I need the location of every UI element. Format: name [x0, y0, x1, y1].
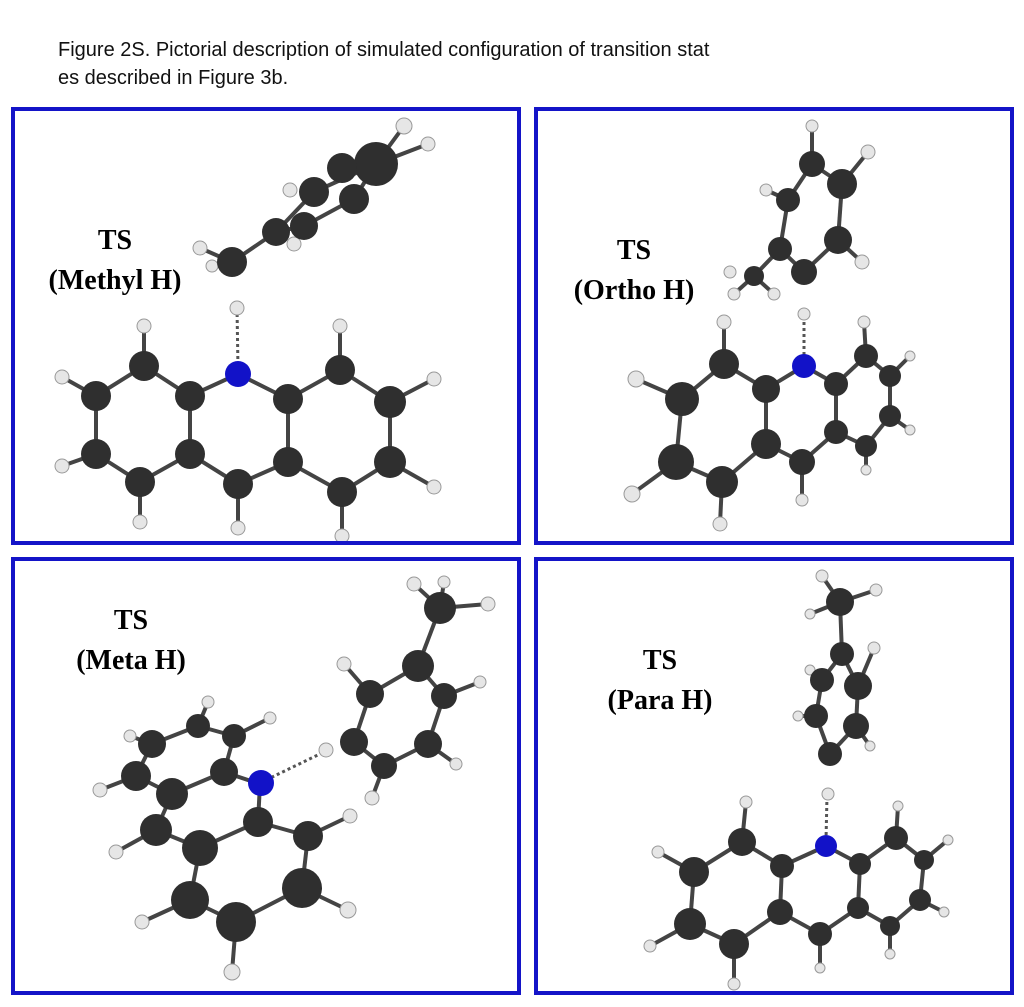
label-meta-h: TS (Meta H) — [51, 601, 211, 681]
label-para-h: TS (Para H) — [580, 641, 740, 721]
label-methyl-h: TS (Methyl H) — [25, 221, 205, 301]
label-ts: TS — [113, 605, 149, 636]
label-site: (Para H) — [607, 685, 713, 716]
panel-methyl-h: TS (Methyl H) — [11, 107, 521, 545]
molecule-para-h — [643, 569, 954, 991]
molecule-methyl-h — [54, 117, 442, 541]
molecule-meta-h — [92, 575, 496, 981]
label-site: (Methyl H) — [48, 265, 182, 296]
label-ts: TS — [642, 645, 678, 676]
label-site: (Meta H) — [76, 645, 186, 676]
panel-meta-h: TS (Meta H) — [11, 557, 521, 995]
figure-caption: Figure 2S. Pictorial description of simu… — [58, 36, 908, 92]
label-ts: TS — [97, 225, 133, 256]
caption-line-2: es described in Figure 3b. — [58, 67, 289, 89]
label-ortho-h: TS (Ortho H) — [554, 231, 714, 311]
label-site: (Ortho H) — [573, 275, 695, 306]
molecule-ortho-h — [623, 119, 916, 532]
label-ts: TS — [616, 235, 652, 266]
caption-line-1: Figure 2S. Pictorial description of simu… — [58, 39, 710, 61]
panel-para-h: TS (Para H) — [534, 557, 1014, 995]
panel-ortho-h: TS (Ortho H) — [534, 107, 1014, 545]
